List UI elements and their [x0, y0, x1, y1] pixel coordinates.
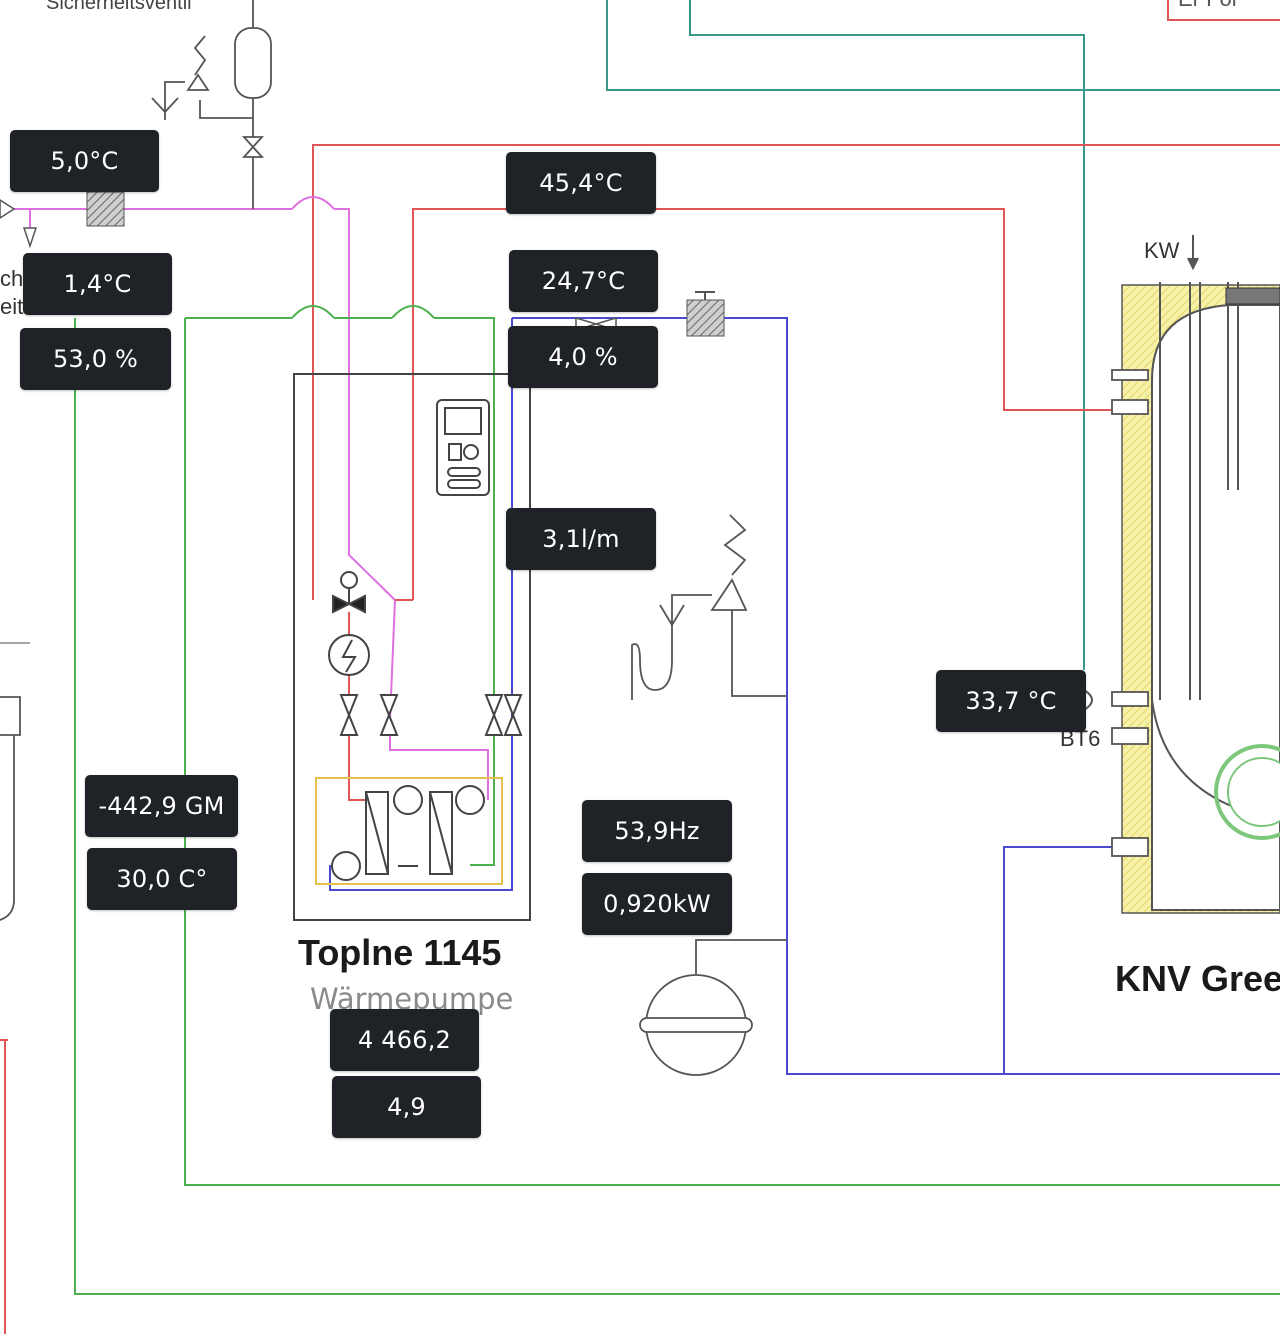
left-fragment-label-1: ch: [0, 266, 24, 291]
brine-in-lines: [10, 196, 489, 800]
storage-name: KNV Gree: [1115, 958, 1280, 999]
calc-supply-temp-tag[interactable]: 30,0 C°: [87, 848, 237, 910]
return-temp-tag[interactable]: 24,7°C: [509, 250, 658, 312]
hot-water-sensor-icon: [1083, 689, 1093, 711]
brine-return-lines: [74, 305, 1280, 1295]
safety-valve-group: [151, 0, 272, 209]
outdoor-temp-tag[interactable]: 5,0°C: [10, 130, 159, 192]
kw-label: KW: [1144, 238, 1180, 263]
supply-lines: [0, 144, 1280, 1334]
top-right-fragment-label: Er Fol: [1178, 0, 1237, 12]
heat-pump-name: Toplne 1145: [298, 932, 502, 973]
left-valve-icon: [0, 199, 38, 249]
left-fragment-label-2: eit: [0, 294, 24, 319]
storage-tank: [1111, 235, 1280, 914]
safety-valve-right: [631, 514, 787, 700]
return-percent-tag[interactable]: 4,0 %: [508, 326, 658, 388]
small-value-tag[interactable]: 4,9: [332, 1076, 481, 1138]
brine-percent-tag[interactable]: 53,0 %: [20, 328, 171, 390]
heat-pump-internals: [315, 571, 523, 885]
expansion-vessel: [639, 939, 787, 1076]
safety-valve-label: Sicherheitsventil: [46, 0, 192, 14]
hot-water-temp-tag[interactable]: 33,7 °C: [936, 670, 1086, 732]
outdoor-sensor: [86, 191, 125, 227]
supply-temp-tag[interactable]: 45,4°C: [506, 152, 656, 214]
operating-hours-tag[interactable]: 4 466,2: [330, 1009, 479, 1071]
brine-temp-tag[interactable]: 1,4°C: [23, 253, 172, 315]
left-partial-tank: [0, 642, 30, 921]
heat-pump-unit: [293, 373, 531, 921]
compressor-frequency-tag[interactable]: 53,9Hz: [582, 800, 732, 862]
hot-water-circulation-lines: [606, 0, 1280, 670]
degree-minutes-tag[interactable]: -442,9 GM: [85, 775, 238, 837]
return-sensor: [686, 299, 725, 337]
flow-rate-tag[interactable]: 3,1l/m: [506, 508, 656, 570]
power-tag[interactable]: 0,920kW: [582, 873, 732, 935]
